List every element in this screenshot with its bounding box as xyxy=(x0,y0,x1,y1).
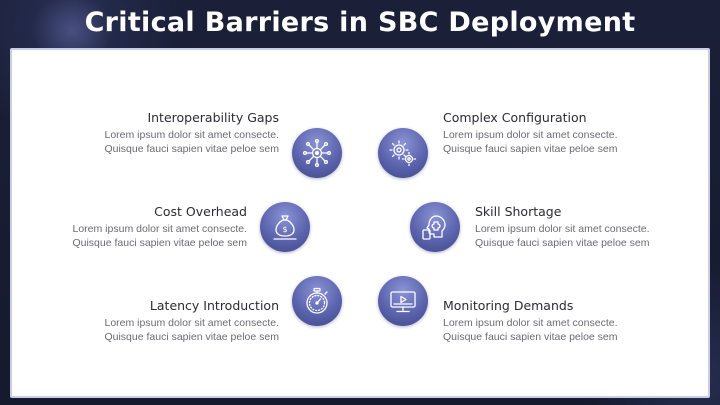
barrier-heading: Monitoring Demands xyxy=(443,298,574,313)
stopwatch-icon xyxy=(292,276,342,326)
barrier-description-line: Lorem ipsum dolor sit amet consecte. xyxy=(443,317,618,329)
slide-title: Critical Barriers in SBC Deployment xyxy=(84,7,636,38)
barrier-description-line: Quisque fauci sapien vitae peloe sem xyxy=(475,237,650,249)
barrier-heading: Cost Overhead xyxy=(154,204,247,219)
money-bag-icon: $ xyxy=(260,202,310,252)
barrier-description-line: Lorem ipsum dolor sit amet consecte. xyxy=(443,129,618,141)
barrier-heading: Skill Shortage xyxy=(475,204,562,219)
barrier-description-line: Lorem ipsum dolor sit amet consecte. xyxy=(104,317,280,329)
gears-icon xyxy=(378,128,428,178)
barrier-description-line: Lorem ipsum dolor sit amet consecte. xyxy=(104,129,280,141)
barrier-complex-configuration: Complex Configuration Lorem ipsum dolor … xyxy=(443,110,703,156)
barrier-interoperability-gaps: Interoperability Gaps Lorem ipsum dolor … xyxy=(19,110,279,156)
barrier-heading: Latency Introduction xyxy=(149,298,279,313)
barrier-cost-overhead: Cost Overhead Lorem ipsum dolor sit amet… xyxy=(0,204,247,250)
barrier-description-line: Lorem ipsum dolor sit amet consecte. xyxy=(475,223,650,235)
puzzle-head-icon xyxy=(410,202,460,252)
content-panel: Interoperability Gaps Lorem ipsum dolor … xyxy=(10,48,710,398)
barrier-heading: Complex Configuration xyxy=(443,110,587,125)
barrier-description-line: Quisque fauci sapien vitae peloe sem xyxy=(104,143,279,155)
barrier-monitoring-demands: Monitoring Demands Lorem ipsum dolor sit… xyxy=(443,298,703,344)
network-hub-icon xyxy=(292,128,342,178)
barrier-latency-introduction: Latency Introduction Lorem ipsum dolor s… xyxy=(19,298,279,344)
barrier-description-line: Quisque fauci sapien vitae peloe sem xyxy=(72,237,247,249)
svg-text:$: $ xyxy=(282,225,287,234)
monitor-play-icon xyxy=(378,276,428,326)
barrier-heading: Interoperability Gaps xyxy=(147,110,279,125)
barrier-description-line: Quisque fauci sapien vitae peloe sem xyxy=(443,331,618,343)
barrier-description-line: Quisque fauci sapien vitae peloe sem xyxy=(443,143,618,155)
barrier-description-line: Quisque fauci sapien vitae peloe sem xyxy=(104,331,279,343)
barrier-description-line: Lorem ipsum dolor sit amet consecte. xyxy=(72,223,248,235)
barrier-skill-shortage: Skill Shortage Lorem ipsum dolor sit ame… xyxy=(475,204,720,250)
